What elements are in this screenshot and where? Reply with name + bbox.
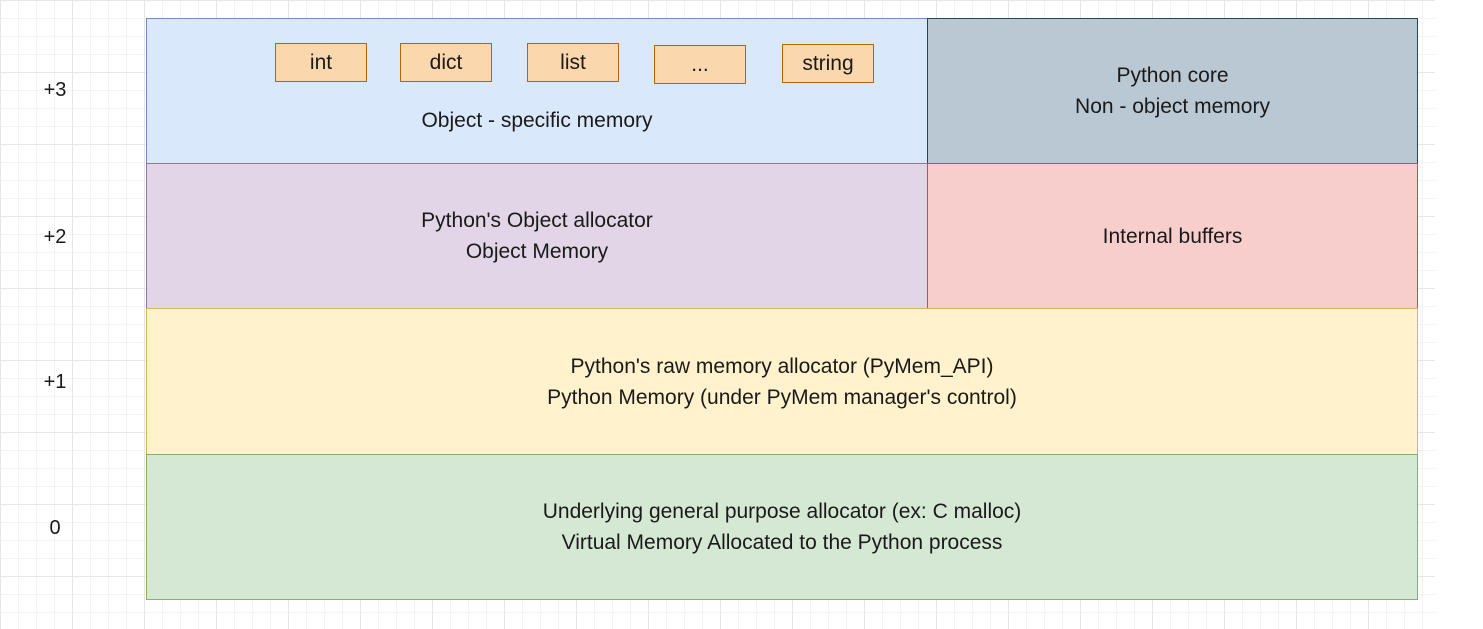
python-memory-label: Python Memory (under PyMem manager's con… <box>547 385 1017 409</box>
type-chip-list[interactable]: list <box>527 43 619 82</box>
type-chip-string[interactable]: string <box>782 44 874 83</box>
internal-buffers-box[interactable]: Internal buffers <box>927 163 1418 309</box>
python-core-box[interactable]: Python core Non - object memory <box>927 18 1418 164</box>
level-label-3: +3 <box>43 79 67 101</box>
type-chip-dict[interactable]: dict <box>400 43 492 82</box>
raw-memory-allocator-label: Python's raw memory allocator (PyMem_API… <box>570 354 994 378</box>
object-memory-label: Object Memory <box>465 240 609 263</box>
python-core-label: Python core <box>1116 64 1229 87</box>
virtual-memory-label: Virtual Memory Allocated to the Python p… <box>561 531 1003 554</box>
level-label-0: 0 <box>49 517 61 539</box>
level-label-2: +2 <box>43 226 67 248</box>
non-object-memory-label: Non - object memory <box>1075 95 1270 118</box>
level-label-1: +1 <box>43 371 67 393</box>
type-chip-int[interactable]: int <box>275 43 367 82</box>
object-specific-memory-label: Object - specific memory <box>421 109 653 132</box>
object-allocator-label: Python's Object allocator <box>421 209 653 232</box>
internal-buffers-label: Internal buffers <box>1102 224 1243 248</box>
canvas-edge <box>1435 0 1483 629</box>
object-allocator-box[interactable]: Python's Object allocator Object Memory <box>146 163 928 309</box>
object-specific-memory-box[interactable]: Object - specific memory <box>146 18 928 164</box>
general-purpose-allocator-box[interactable]: Underlying general purpose allocator (ex… <box>146 454 1418 600</box>
raw-memory-allocator-box[interactable]: Python's raw memory allocator (PyMem_API… <box>146 308 1418 455</box>
type-chip-ellipsis[interactable]: ... <box>654 45 746 84</box>
general-purpose-allocator-label: Underlying general purpose allocator (ex… <box>542 500 1022 523</box>
